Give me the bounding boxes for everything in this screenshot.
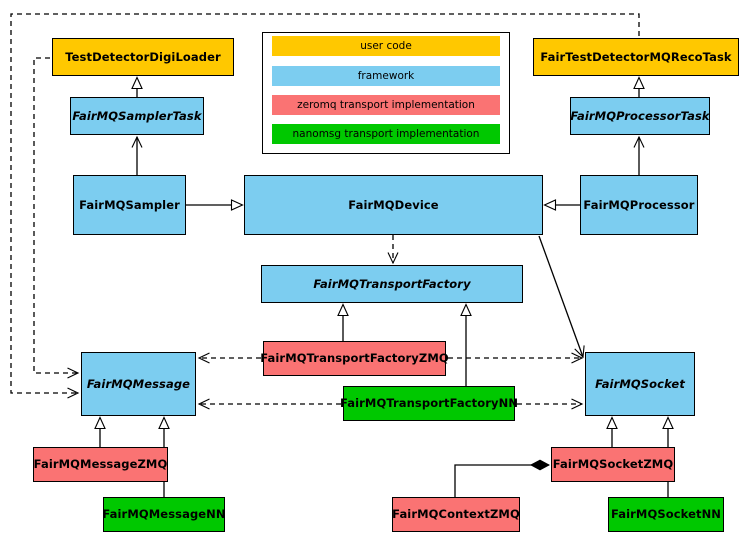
class-node-fairmqmessagenn[interactable]: FairMQMessageNN — [102, 497, 226, 532]
class-label: FairTestDetectorMQRecoTask — [540, 49, 732, 64]
class-node-fairmqtransportfactoryzmq[interactable]: FairMQTransportFactoryZMQ — [260, 341, 449, 376]
class-label: FairMQTransportFactory — [313, 276, 471, 291]
class-node-fairmqtransportfactory[interactable]: FairMQTransportFactory — [261, 265, 523, 303]
legend-item-zeromq: zeromq transport implementation — [272, 95, 500, 115]
class-node-fairmqsamplertask[interactable]: FairMQSamplerTask — [70, 97, 204, 135]
class-label: FairMQDevice — [348, 197, 439, 212]
class-node-fairmqsampler[interactable]: FairMQSampler — [73, 175, 186, 235]
class-label: FairMQSocketZMQ — [552, 457, 674, 472]
class-label: FairMQContextZMQ — [392, 507, 520, 522]
legend-label-user-code: user code — [360, 40, 412, 52]
class-label: FairMQProcessor — [583, 197, 695, 212]
class-node-fairmqprocessortask[interactable]: FairMQProcessorTask — [570, 97, 710, 135]
class-label: FairMQTransportFactoryZMQ — [260, 351, 449, 366]
class-label: FairMQSocket — [595, 376, 685, 391]
class-node-fairmqsocketnn[interactable]: FairMQSocketNN — [608, 497, 724, 532]
class-node-fairmqtransportfactorynn[interactable]: FairMQTransportFactoryNN — [339, 386, 519, 421]
legend-label-zeromq: zeromq transport implementation — [297, 99, 475, 111]
class-label: FairMQTransportFactoryNN — [339, 396, 519, 411]
class-node-fairmqmessage[interactable]: FairMQMessage — [81, 352, 196, 416]
edge-device-to-socket — [538, 235, 585, 359]
class-label: FairMQSamplerTask — [72, 108, 202, 123]
edge-contextzmq-to-socketzmq — [454, 465, 549, 497]
class-label: FairMQMessageZMQ — [33, 457, 168, 472]
legend-label-nanomsg: nanomsg transport implementation — [292, 128, 480, 140]
class-node-fairmqdevice[interactable]: FairMQDevice — [244, 175, 543, 235]
legend-item-framework: framework — [272, 66, 500, 86]
class-node-fairmqcontextzmq[interactable]: FairMQContextZMQ — [392, 497, 520, 532]
class-node-fairmqsocket[interactable]: FairMQSocket — [585, 352, 695, 416]
class-node-testdetectordigiloader[interactable]: TestDetectorDigiLoader — [52, 38, 234, 76]
class-label: FairMQMessage — [86, 376, 191, 391]
class-label: FairMQMessageNN — [102, 507, 226, 522]
class-label: FairMQProcessorTask — [570, 108, 710, 123]
legend-item-nanomsg: nanomsg transport implementation — [272, 124, 500, 144]
class-label: TestDetectorDigiLoader — [65, 49, 221, 64]
class-node-fairmqmessagezmq[interactable]: FairMQMessageZMQ — [33, 447, 168, 482]
class-node-fairmqprocessor[interactable]: FairMQProcessor — [580, 175, 698, 235]
class-node-fairtestdetectormqrecotask[interactable]: FairTestDetectorMQRecoTask — [533, 38, 739, 76]
legend-item-user-code: user code — [272, 36, 500, 56]
legend-label-framework: framework — [357, 70, 415, 82]
class-label: FairMQSampler — [79, 197, 180, 212]
class-label: FairMQSocketNN — [610, 507, 722, 522]
class-node-fairmqsocketzmq[interactable]: FairMQSocketZMQ — [551, 447, 675, 482]
